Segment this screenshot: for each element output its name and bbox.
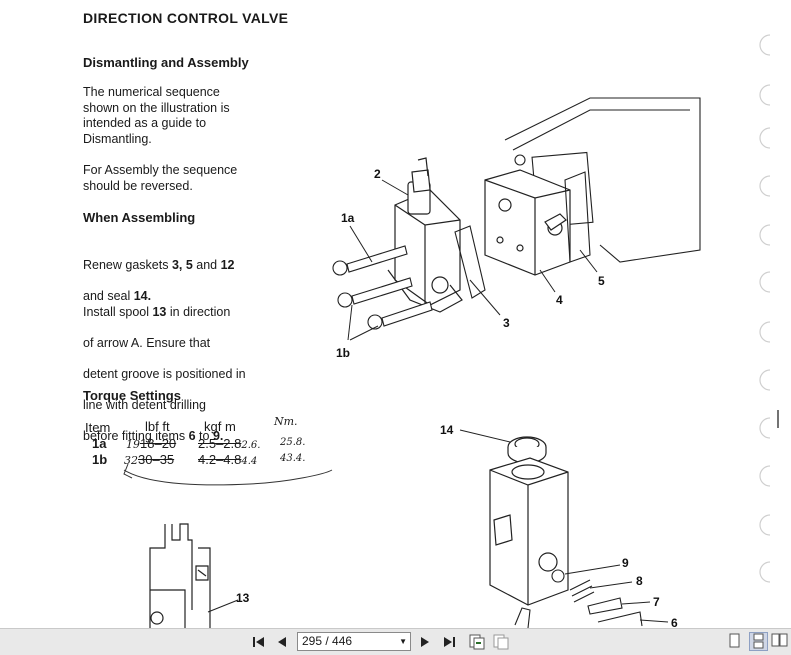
detent-parts-6-9 bbox=[551, 569, 643, 627]
single-page-mode-button[interactable] bbox=[726, 632, 745, 651]
last-page-icon bbox=[444, 637, 455, 647]
gasket-5 bbox=[564, 171, 591, 263]
go-forward-button[interactable] bbox=[492, 633, 510, 651]
torque-kgf-1b: 4.2–4.84.4 bbox=[198, 452, 258, 467]
callout-9: 9 bbox=[622, 556, 629, 570]
page-title: DIRECTION CONTROL VALVE bbox=[83, 10, 289, 26]
torque-lbf-1a: 1918–20 bbox=[126, 436, 177, 451]
prev-page-button[interactable] bbox=[273, 633, 291, 651]
callout-1b: 1b bbox=[336, 346, 350, 360]
torque-header-lbf: lbf ft bbox=[145, 419, 170, 434]
torque-lbf-1b: 3230–35 bbox=[124, 452, 175, 467]
chevron-down-icon: ▼ bbox=[399, 637, 407, 646]
continuous-icon bbox=[753, 633, 764, 649]
torque-kgf-1a: 2.5–2.82.6. bbox=[198, 436, 261, 451]
go-forward-icon bbox=[493, 634, 509, 650]
torque-item-1a: 1a bbox=[92, 436, 107, 451]
callout-3: 3 bbox=[503, 316, 510, 330]
page-number-field[interactable]: 295 / 446 ▼ bbox=[297, 632, 411, 651]
torque-header-nm-handwritten: Nm. bbox=[274, 415, 298, 428]
torque-nm-1a: 25.8. bbox=[280, 437, 306, 448]
last-page-button[interactable] bbox=[440, 633, 458, 651]
paragraph-sequence: The numerical sequence shown on the illu… bbox=[83, 85, 230, 146]
next-page-button[interactable] bbox=[416, 633, 434, 651]
torque-header-kgf: kgf m bbox=[204, 419, 236, 434]
bolts-1a-1b bbox=[332, 245, 433, 330]
handwritten-bracket bbox=[123, 469, 333, 486]
callout-13: 13 bbox=[236, 591, 250, 605]
single-page-icon bbox=[729, 633, 740, 648]
document-page: DIRECTION CONTROL VALVE Dismantling and … bbox=[83, 10, 779, 628]
first-page-icon bbox=[253, 637, 264, 647]
paragraph-gaskets: Renew gaskets 3, 5 and 12 and seal 14. bbox=[83, 257, 235, 303]
section-heading-dismantling: Dismantling and Assembly bbox=[83, 55, 249, 70]
callout-1a: 1a bbox=[341, 211, 355, 225]
callout-2: 2 bbox=[374, 167, 381, 181]
next-page-icon bbox=[421, 637, 429, 647]
valve-body-2 bbox=[387, 157, 463, 313]
torque-header-item: Item bbox=[85, 420, 111, 435]
spool-13 bbox=[149, 523, 211, 628]
page-indicator-text: 295 / 446 bbox=[302, 634, 353, 648]
paragraph-spool: Install spool 13 in direction of arrow A… bbox=[83, 304, 246, 444]
callout-6: 6 bbox=[671, 616, 678, 628]
valve-block-4 bbox=[484, 169, 571, 276]
callout-4: 4 bbox=[556, 293, 563, 307]
torque-item-1b: 1b bbox=[92, 452, 108, 467]
gasket-3 bbox=[454, 225, 486, 299]
continuous-mode-button[interactable] bbox=[749, 632, 768, 651]
binder-holes bbox=[759, 34, 771, 583]
section-heading-torque: Torque Settings bbox=[83, 388, 181, 403]
go-back-icon bbox=[469, 634, 485, 650]
paragraph-assembly: For Assembly the sequence should be reve… bbox=[83, 163, 238, 193]
go-back-button[interactable] bbox=[468, 633, 486, 651]
bracket-part bbox=[514, 607, 531, 628]
facing-mode-button[interactable] bbox=[771, 632, 790, 651]
first-page-button[interactable] bbox=[250, 633, 268, 651]
callout-5: 5 bbox=[598, 274, 605, 288]
valve-body-lower bbox=[489, 457, 569, 606]
prev-page-icon bbox=[278, 637, 286, 647]
viewer-toolbar: 295 / 446 ▼ bbox=[0, 628, 791, 655]
callout-14: 14 bbox=[440, 423, 454, 437]
callout-8: 8 bbox=[636, 574, 643, 588]
seal-14 bbox=[507, 436, 547, 464]
valve-illustration: 2 1a 1b 3 4 5 bbox=[123, 34, 779, 628]
torque-nm-1b: 43.4. bbox=[280, 453, 306, 464]
callout-7: 7 bbox=[653, 595, 660, 609]
facing-icon bbox=[771, 633, 788, 647]
section-heading-assembling: When Assembling bbox=[83, 210, 196, 225]
